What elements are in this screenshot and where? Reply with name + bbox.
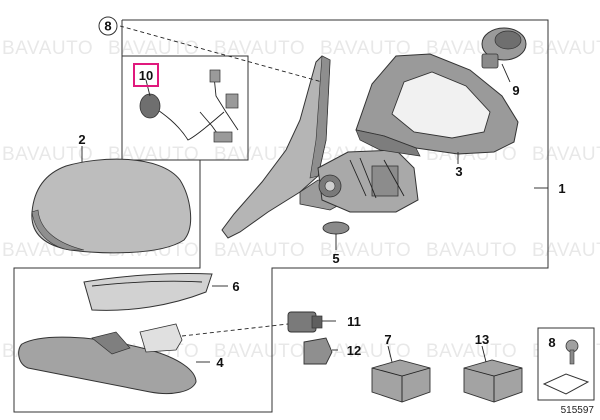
turn-signal-line	[91, 280, 203, 287]
box-shape	[463, 359, 523, 403]
leader-9	[501, 63, 511, 83]
callout-circle-8	[98, 16, 118, 36]
motor-connector	[481, 53, 499, 69]
bracket-shape	[303, 337, 333, 365]
callout-3: 3	[455, 164, 462, 179]
callout-10: 10	[139, 68, 153, 83]
callout-6: 6	[232, 279, 239, 294]
actuator-wires	[349, 157, 405, 199]
arrow-icon	[542, 373, 590, 395]
watermark-text: BAVAUTO	[214, 240, 305, 261]
watermark-text: BAVAUTO	[532, 144, 600, 165]
watermark-text: BAVAUTO	[214, 341, 305, 362]
mirror-housing	[355, 53, 519, 157]
watermark-text: BAVAUTO	[532, 240, 600, 261]
mirror-cover-shade	[31, 209, 85, 251]
callout-1: 1	[558, 181, 565, 196]
callout-11: 11	[347, 314, 361, 329]
turn-signal-shape	[83, 272, 213, 311]
harness-wires	[151, 75, 239, 141]
callout-7: 7	[384, 332, 391, 347]
screw-panel	[537, 327, 595, 401]
cap-part-5	[322, 221, 350, 235]
wiring-harness-part-10	[139, 69, 239, 143]
actuator-motor	[371, 165, 399, 197]
watermark-text: BAVAUTO	[108, 38, 199, 59]
callout-5: 5	[332, 251, 339, 266]
actuator-gear-hub	[324, 180, 336, 192]
harness-frame	[121, 55, 249, 161]
watermark-text: BAVAUTO	[2, 38, 93, 59]
sensor-part-11	[287, 311, 323, 333]
callout-2: 2	[78, 132, 85, 147]
box-edge	[371, 367, 431, 402]
box-part-13	[463, 359, 523, 403]
callout-4: 4	[216, 355, 224, 370]
mirror-base-shade	[309, 55, 331, 179]
leader-11-dashed	[181, 323, 289, 337]
harness-grommet	[139, 93, 161, 119]
turn-signal-part-6	[83, 272, 213, 311]
harness-connector	[213, 131, 233, 143]
leader-13	[481, 345, 487, 363]
watermark-text: BAVAUTO	[320, 38, 411, 59]
lower-trim-clip	[91, 331, 131, 355]
watermark-text: BAVAUTO	[426, 341, 517, 362]
actuator-bracket-shape	[317, 149, 419, 213]
callout-8-screw: 8	[548, 335, 555, 350]
motor-face	[494, 30, 522, 50]
actuator-bracket	[317, 149, 419, 213]
leader-lines	[81, 25, 548, 363]
callout-13: 13	[475, 332, 489, 347]
watermark-text: BAVAUTO	[532, 38, 600, 59]
harness-connector	[209, 69, 221, 83]
leader-7	[387, 345, 393, 363]
callouts: 8 10 2 3 9 1 5 6 4 11 12 7 13 8	[78, 16, 566, 370]
watermark-text: BAVAUTO	[320, 240, 411, 261]
leader-10	[145, 79, 151, 97]
harness-connector	[225, 93, 239, 109]
callout-8: 8	[104, 19, 111, 34]
callout-9: 9	[512, 83, 519, 98]
watermark-text: BAVAUTO	[320, 341, 411, 362]
mirror-housing-opening	[391, 71, 491, 139]
highlight-box	[133, 63, 159, 87]
watermark-text: BAVAUTO	[214, 38, 305, 59]
bracket-part-12	[303, 337, 333, 365]
mirror-housing-lip	[355, 129, 421, 157]
box-shape	[371, 359, 431, 403]
watermark-text: BAVAUTO	[426, 240, 517, 261]
watermark-text: BAVAUTO	[2, 144, 93, 165]
callout-12: 12	[347, 343, 361, 358]
mirror-cover-part-2	[31, 158, 192, 254]
box-edge	[463, 367, 523, 402]
sensor-plug	[311, 315, 323, 329]
screw-shank	[569, 349, 575, 365]
adjust-motor-part-9	[481, 27, 527, 69]
lens-cover	[139, 323, 183, 353]
reference-number: 515597	[561, 405, 595, 416]
box-part-7	[371, 359, 431, 403]
